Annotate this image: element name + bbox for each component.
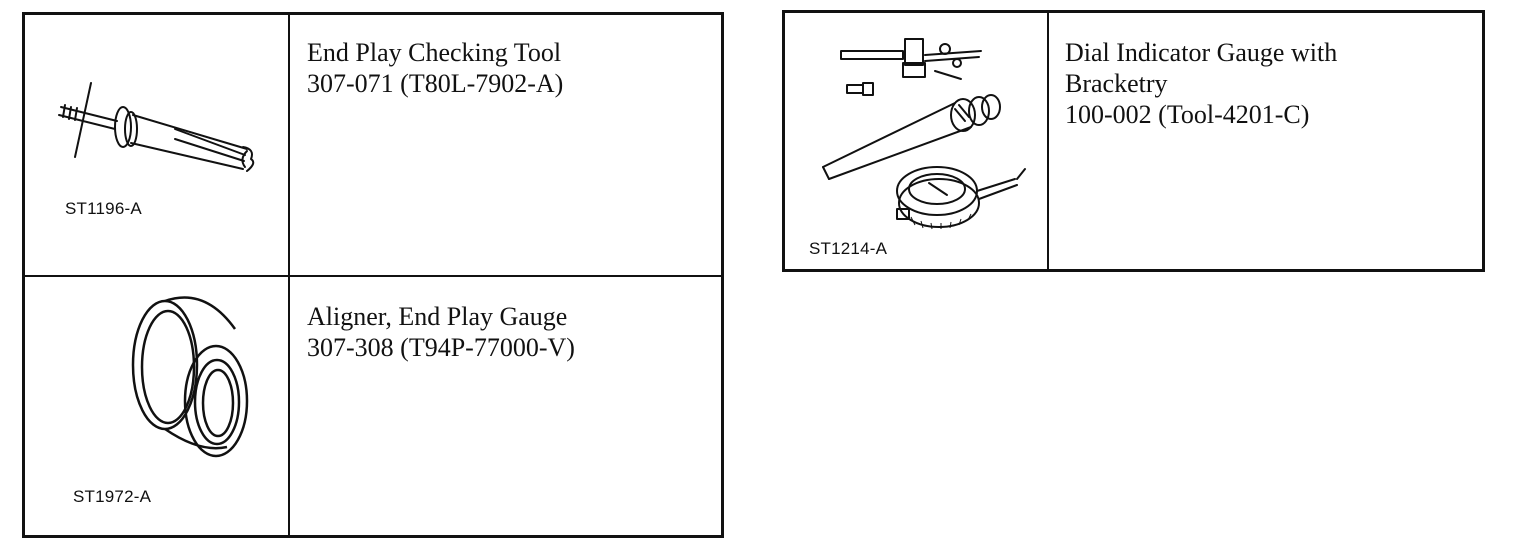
- row-divider: [25, 275, 721, 277]
- image-reference-code: ST1214-A: [809, 239, 888, 258]
- tool-description: Dial Indicator Gauge with Bracketry 100-…: [1065, 37, 1337, 130]
- dial-indicator-gauge-illustration: [822, 38, 1026, 230]
- tool-illustration-cell: [785, 13, 1047, 269]
- column-divider: [1047, 13, 1049, 269]
- tool-number: 307-308 (T94P-77000-V): [307, 333, 575, 362]
- image-reference-code: ST1972-A: [73, 487, 152, 506]
- end-play-checking-tool-illustration: [58, 82, 255, 172]
- tool-name-line-1: Dial Indicator Gauge with: [1065, 38, 1338, 67]
- tool-name: Aligner, End Play Gauge: [307, 302, 568, 331]
- tool-description: Aligner, End Play Gauge 307-308 (T94P-77…: [307, 301, 575, 363]
- tool-name: End Play Checking Tool: [307, 38, 562, 67]
- special-tools-table-left: ST1196-A End Play Checking Tool 307-071 …: [22, 12, 724, 538]
- special-tools-table-right: ST1214-A Dial Indicator Gauge with Brack…: [782, 10, 1485, 272]
- tool-illustration-cell: [25, 15, 288, 275]
- aligner-end-play-gauge-illustration: [131, 296, 249, 458]
- tool-number: 100-002 (Tool-4201-C): [1065, 100, 1310, 129]
- tool-description: End Play Checking Tool 307-071 (T80L-790…: [307, 37, 563, 99]
- image-reference-code: ST1196-A: [65, 199, 142, 218]
- tool-number: 307-071 (T80L-7902-A): [307, 69, 564, 98]
- tool-name-line-2: Bracketry: [1065, 69, 1168, 98]
- tool-illustration-cell: [25, 277, 288, 535]
